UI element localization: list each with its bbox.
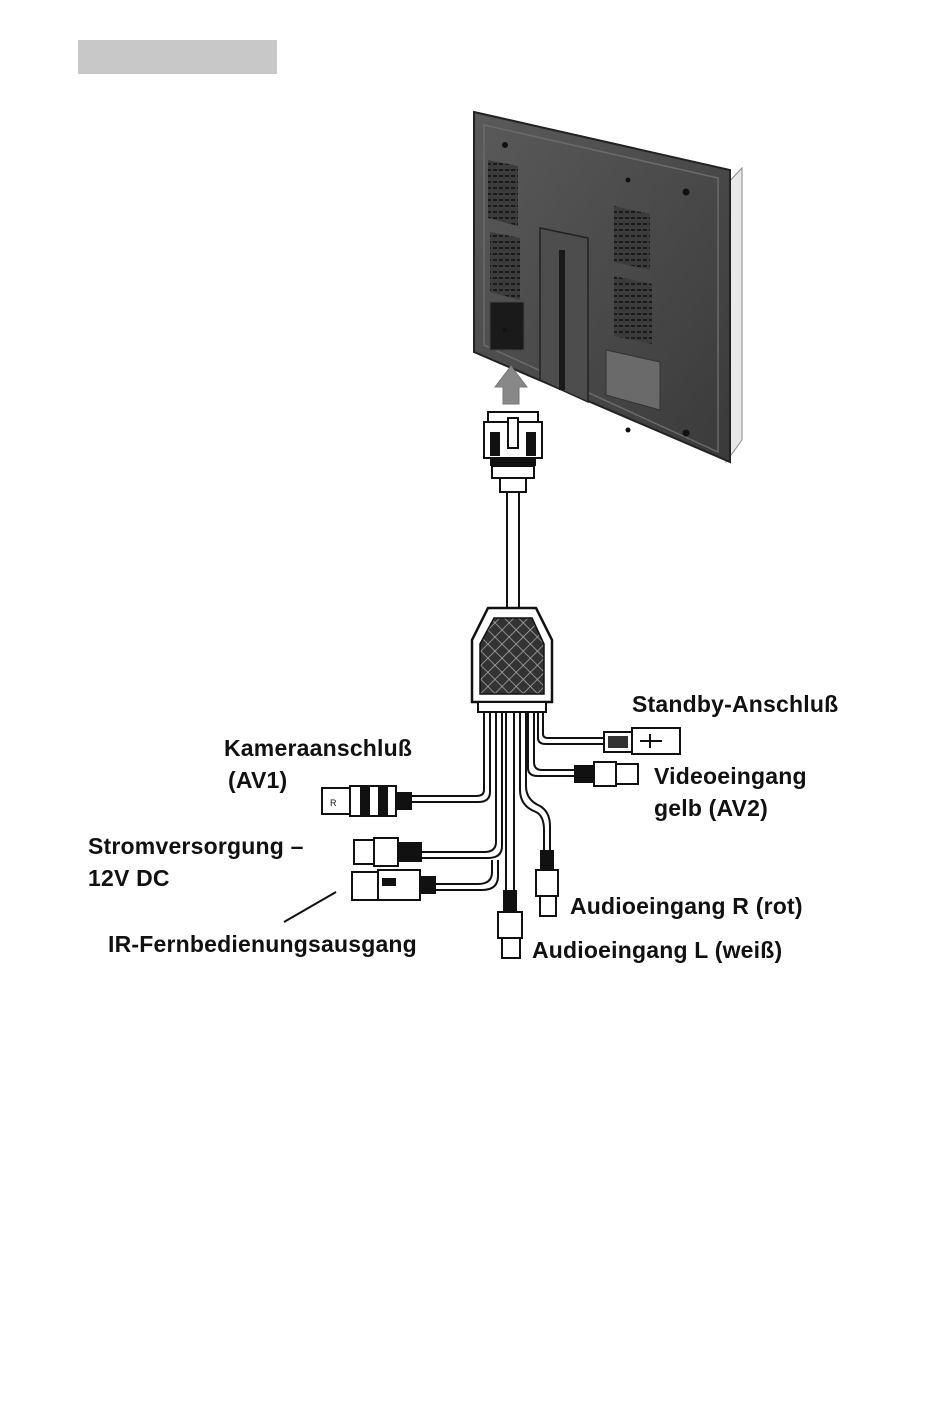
main-cable: [507, 492, 519, 608]
main-connector-plug: [484, 412, 542, 492]
label-standby: Standby-Anschluß: [632, 688, 838, 720]
label-video-line2: gelb (AV2): [654, 792, 768, 824]
splitter-hub: [472, 608, 552, 712]
svg-text:R: R: [330, 798, 337, 808]
audio-r-connector: [536, 850, 558, 916]
cable-bundle: [412, 712, 604, 890]
camera-connector: R: [322, 786, 412, 816]
ir-pointer-line: [284, 892, 336, 922]
label-camera-line1: Kameraanschluß: [224, 732, 412, 764]
power-connector: [354, 838, 422, 866]
video-connector: [574, 762, 638, 786]
label-camera-line2: (AV1): [228, 764, 287, 796]
audio-l-connector: [498, 890, 522, 958]
monitor-rear: [474, 112, 742, 462]
label-video-line1: Videoeingang: [654, 760, 807, 792]
ir-connector: [352, 870, 436, 900]
label-power-line1: Stromversorgung –: [88, 830, 304, 862]
label-ir-output: IR-Fernbedienungsausgang: [108, 928, 417, 960]
label-audio-r: Audioeingang R (rot): [570, 890, 803, 922]
standby-connector: [604, 728, 680, 754]
label-power-line2: 12V DC: [88, 862, 170, 894]
label-audio-l: Audioeingang L (weiß): [532, 934, 782, 966]
